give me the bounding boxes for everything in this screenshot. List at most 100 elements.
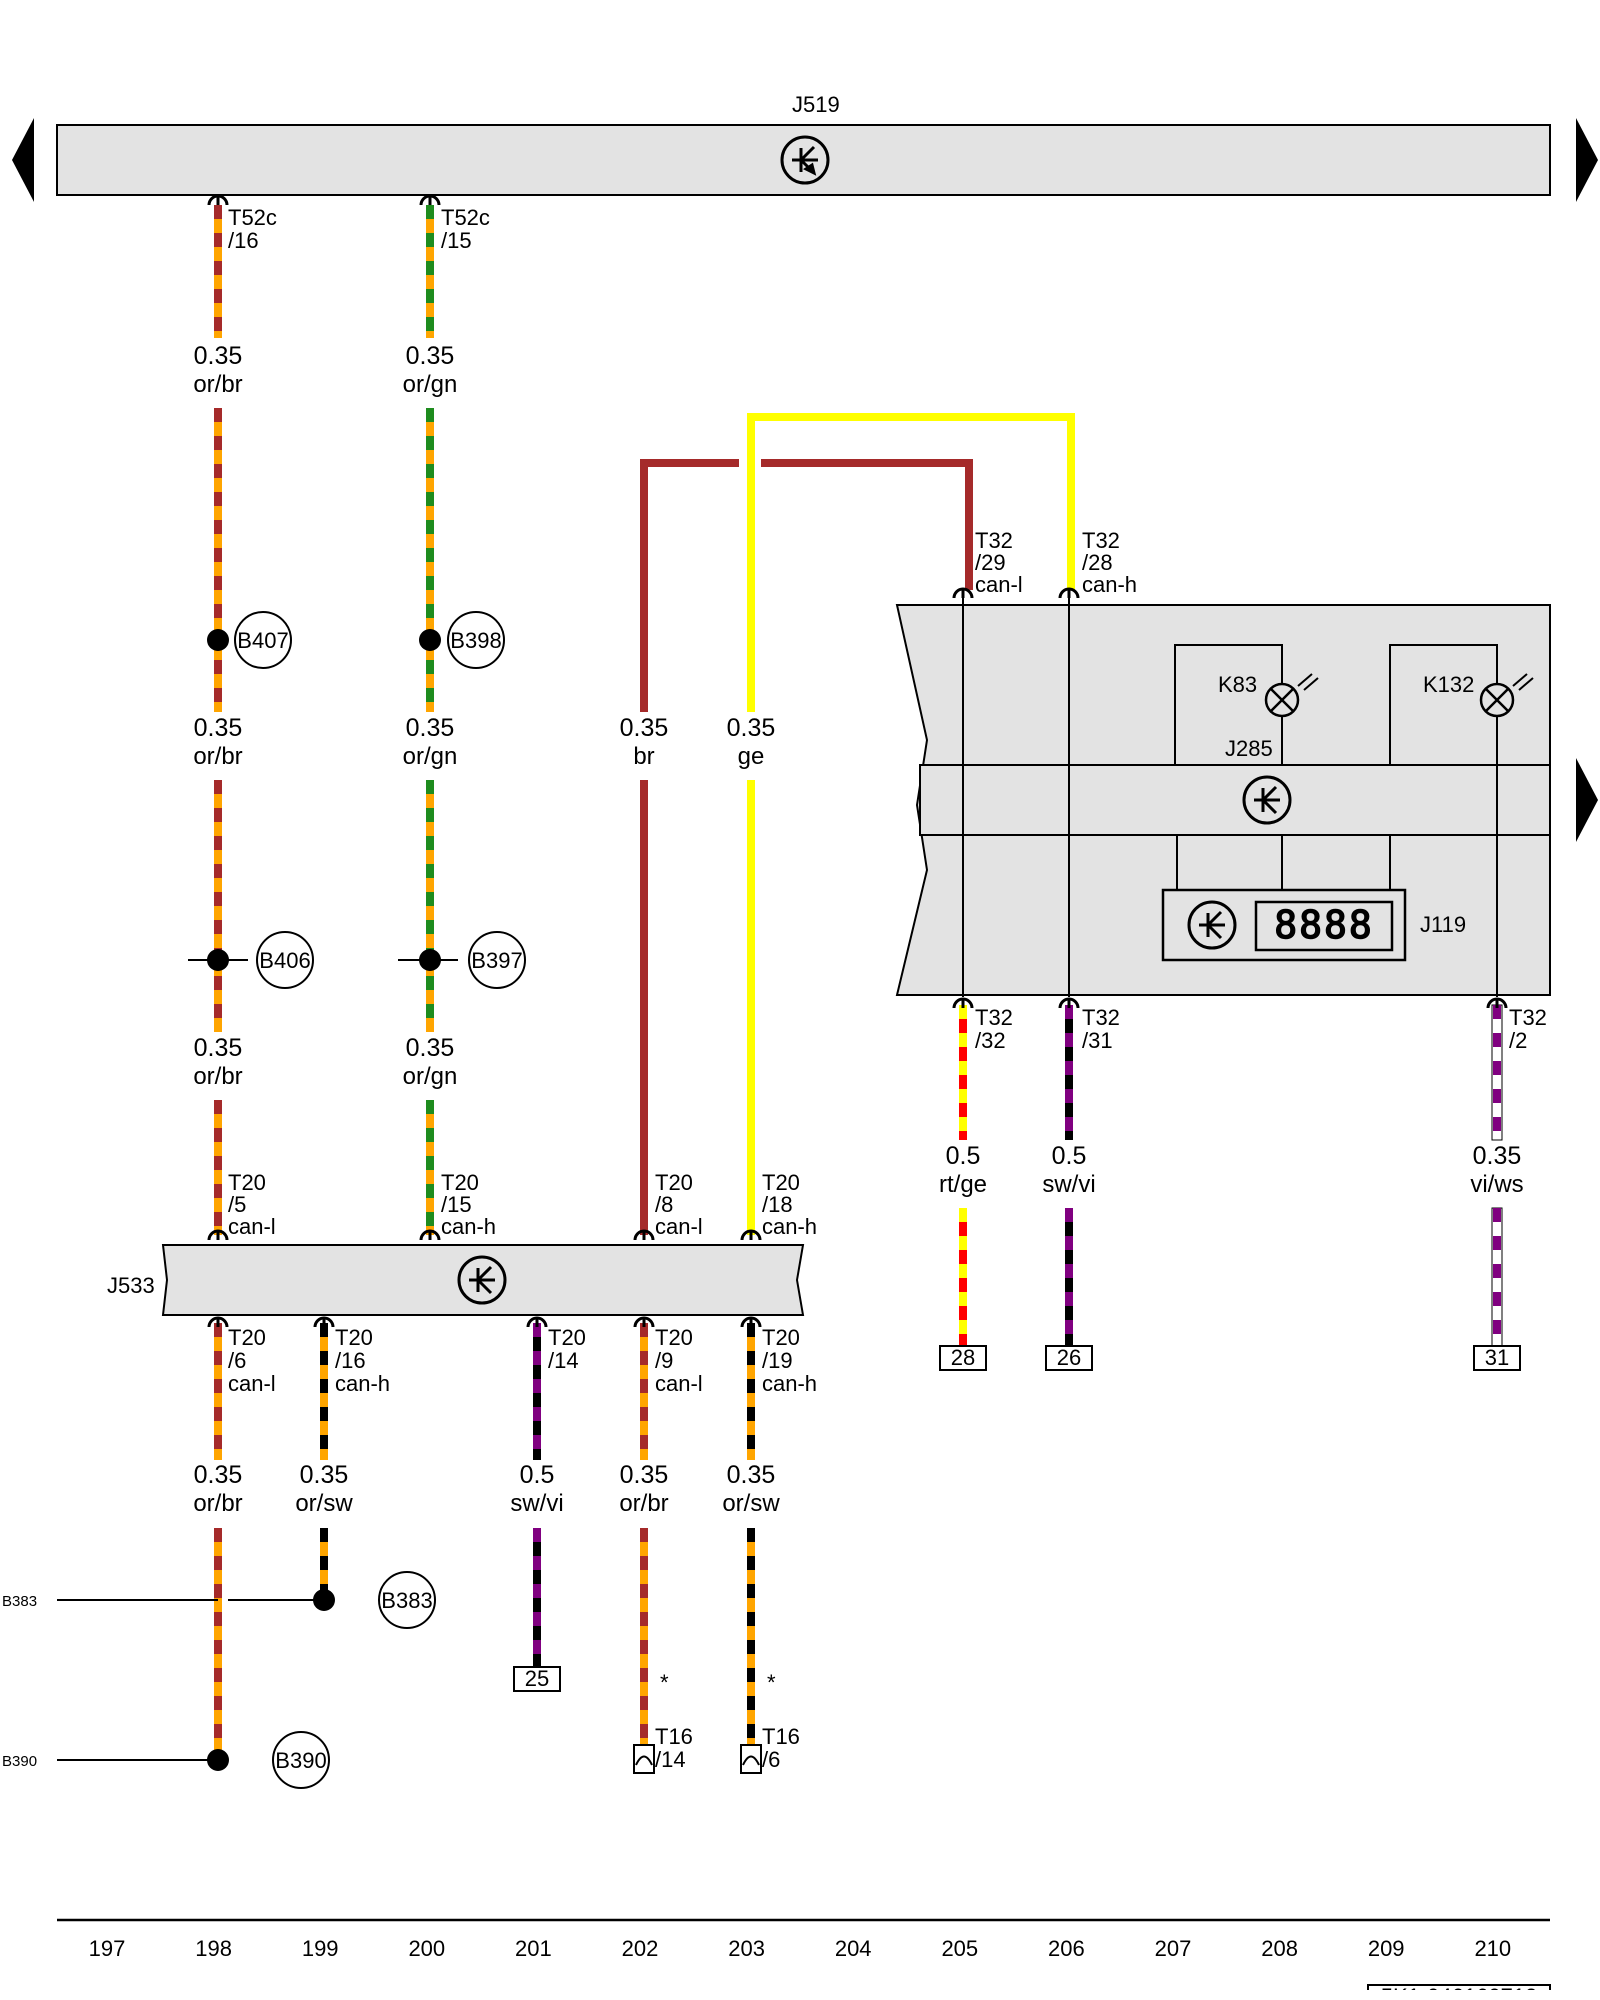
svg-text:or/gn: or/gn — [403, 371, 458, 398]
svg-text:0.35: 0.35 — [194, 342, 243, 370]
column-number: 203 — [728, 1936, 765, 1961]
svg-text:or/br: or/br — [193, 1063, 242, 1090]
splice-label-b407[interactable]: B407 — [234, 611, 292, 669]
svg-text:can-h: can-h — [335, 1371, 390, 1396]
wire-label: 0.5sw/vi — [510, 1461, 563, 1517]
svg-text:T20: T20 — [335, 1325, 373, 1350]
k132-label: K132 — [1423, 672, 1474, 697]
svg-text:28: 28 — [951, 1345, 975, 1370]
svg-text:rt/ge: rt/ge — [939, 1171, 987, 1198]
side-ref-b383: B383 — [2, 1593, 37, 1610]
j533-control-unit-icon — [457, 1255, 507, 1305]
splice-dot-b407 — [207, 629, 229, 651]
continue-left-arrow[interactable] — [12, 118, 34, 202]
diag-connector-t16-6[interactable]: * T16 /6 — [740, 1670, 800, 1774]
side-ref-b390: B390 — [2, 1753, 37, 1770]
svg-text:T20: T20 — [762, 1170, 800, 1195]
column-number: 199 — [302, 1936, 339, 1961]
module-j285[interactable]: J285 K83 K132 8888 J119 — [895, 604, 1551, 996]
svg-text:T20: T20 — [228, 1325, 266, 1350]
svg-text:/15: /15 — [441, 228, 472, 253]
continue-right-arrow-j285[interactable] — [1576, 758, 1598, 842]
svg-text:0.5: 0.5 — [1052, 1142, 1087, 1170]
svg-text:B383: B383 — [381, 1588, 432, 1613]
svg-text:or/br: or/br — [619, 1490, 668, 1517]
column-number: 210 — [1474, 1936, 1511, 1961]
svg-text:/16: /16 — [228, 228, 259, 253]
svg-text:T20: T20 — [441, 1170, 479, 1195]
terminal-25[interactable]: 25 — [513, 1666, 561, 1692]
svg-text:/18: /18 — [762, 1192, 793, 1217]
j285-control-unit-icon — [1242, 775, 1292, 825]
svg-text:T20: T20 — [655, 1325, 693, 1350]
svg-text:0.35: 0.35 — [727, 1461, 776, 1489]
svg-text:/15: /15 — [441, 1192, 472, 1217]
svg-text:0.35: 0.35 — [194, 1034, 243, 1062]
module-j533[interactable]: J533 — [107, 1244, 805, 1316]
svg-text:/6: /6 — [228, 1348, 246, 1373]
document-id: 5K1-046160712 — [1367, 1984, 1551, 1990]
splice-label-b390[interactable]: B390 — [272, 1731, 330, 1789]
k83-label: K83 — [1218, 672, 1257, 697]
svg-text:B407: B407 — [237, 628, 288, 653]
terminal-26[interactable]: 26 — [1045, 1345, 1093, 1371]
svg-text:T20: T20 — [762, 1325, 800, 1350]
column-number: 198 — [195, 1936, 232, 1961]
svg-text:T16: T16 — [655, 1724, 693, 1749]
column-number: 197 — [89, 1936, 126, 1961]
splice-label-b398[interactable]: B398 — [447, 611, 505, 669]
svg-text:sw/vi: sw/vi — [1042, 1171, 1095, 1198]
svg-text:can-l: can-l — [975, 572, 1023, 597]
svg-text:or/br: or/br — [193, 743, 242, 770]
wire-ge — [747, 413, 1075, 712]
svg-text:*: * — [660, 1670, 669, 1695]
splice-dot-b390 — [207, 1749, 229, 1771]
diag-connector-t16-14[interactable]: * T16 /14 — [633, 1670, 693, 1774]
module-j519[interactable]: J519 — [56, 92, 1551, 196]
svg-text:T20: T20 — [655, 1170, 693, 1195]
column-number: 208 — [1261, 1936, 1298, 1961]
svg-text:T20: T20 — [548, 1325, 586, 1350]
wire-label: 0.5rt/ge — [939, 1142, 987, 1198]
svg-text:/8: /8 — [655, 1192, 673, 1217]
splice-label-b397[interactable]: B397 — [468, 931, 526, 989]
svg-text:0.35: 0.35 — [406, 714, 455, 742]
svg-text:0.35: 0.35 — [406, 1034, 455, 1062]
svg-text:0.35: 0.35 — [620, 1461, 669, 1489]
wire-br — [640, 459, 739, 712]
svg-text:26: 26 — [1057, 1345, 1081, 1370]
svg-text:/2: /2 — [1509, 1028, 1527, 1053]
svg-text:*: * — [767, 1670, 776, 1695]
svg-text:/16: /16 — [335, 1348, 366, 1373]
pin-marks — [207, 194, 1508, 1328]
splice-dot-b398 — [419, 629, 441, 651]
svg-text:/14: /14 — [655, 1747, 686, 1772]
column-number: 207 — [1155, 1936, 1192, 1961]
j519-control-unit-icon — [780, 135, 830, 185]
terminal-31[interactable]: 31 — [1473, 1345, 1521, 1371]
splice-label-b406[interactable]: B406 — [256, 931, 314, 989]
continue-right-arrow[interactable] — [1576, 118, 1598, 202]
wire-layer — [214, 205, 1503, 1760]
svg-text:can-h: can-h — [441, 1214, 496, 1239]
svg-text:or/sw: or/sw — [722, 1490, 780, 1517]
wire-label: 0.5sw/vi — [1042, 1142, 1095, 1198]
svg-text:T20: T20 — [228, 1170, 266, 1195]
splice-label-b383[interactable]: B383 — [378, 1571, 436, 1629]
column-number: 205 — [941, 1936, 978, 1961]
terminal-28[interactable]: 28 — [939, 1345, 987, 1371]
svg-text:/6: /6 — [762, 1747, 780, 1772]
svg-text:0.35: 0.35 — [1473, 1142, 1522, 1170]
j119-display-digits: 8888 — [1274, 903, 1374, 947]
svg-text:can-h: can-h — [762, 1214, 817, 1239]
